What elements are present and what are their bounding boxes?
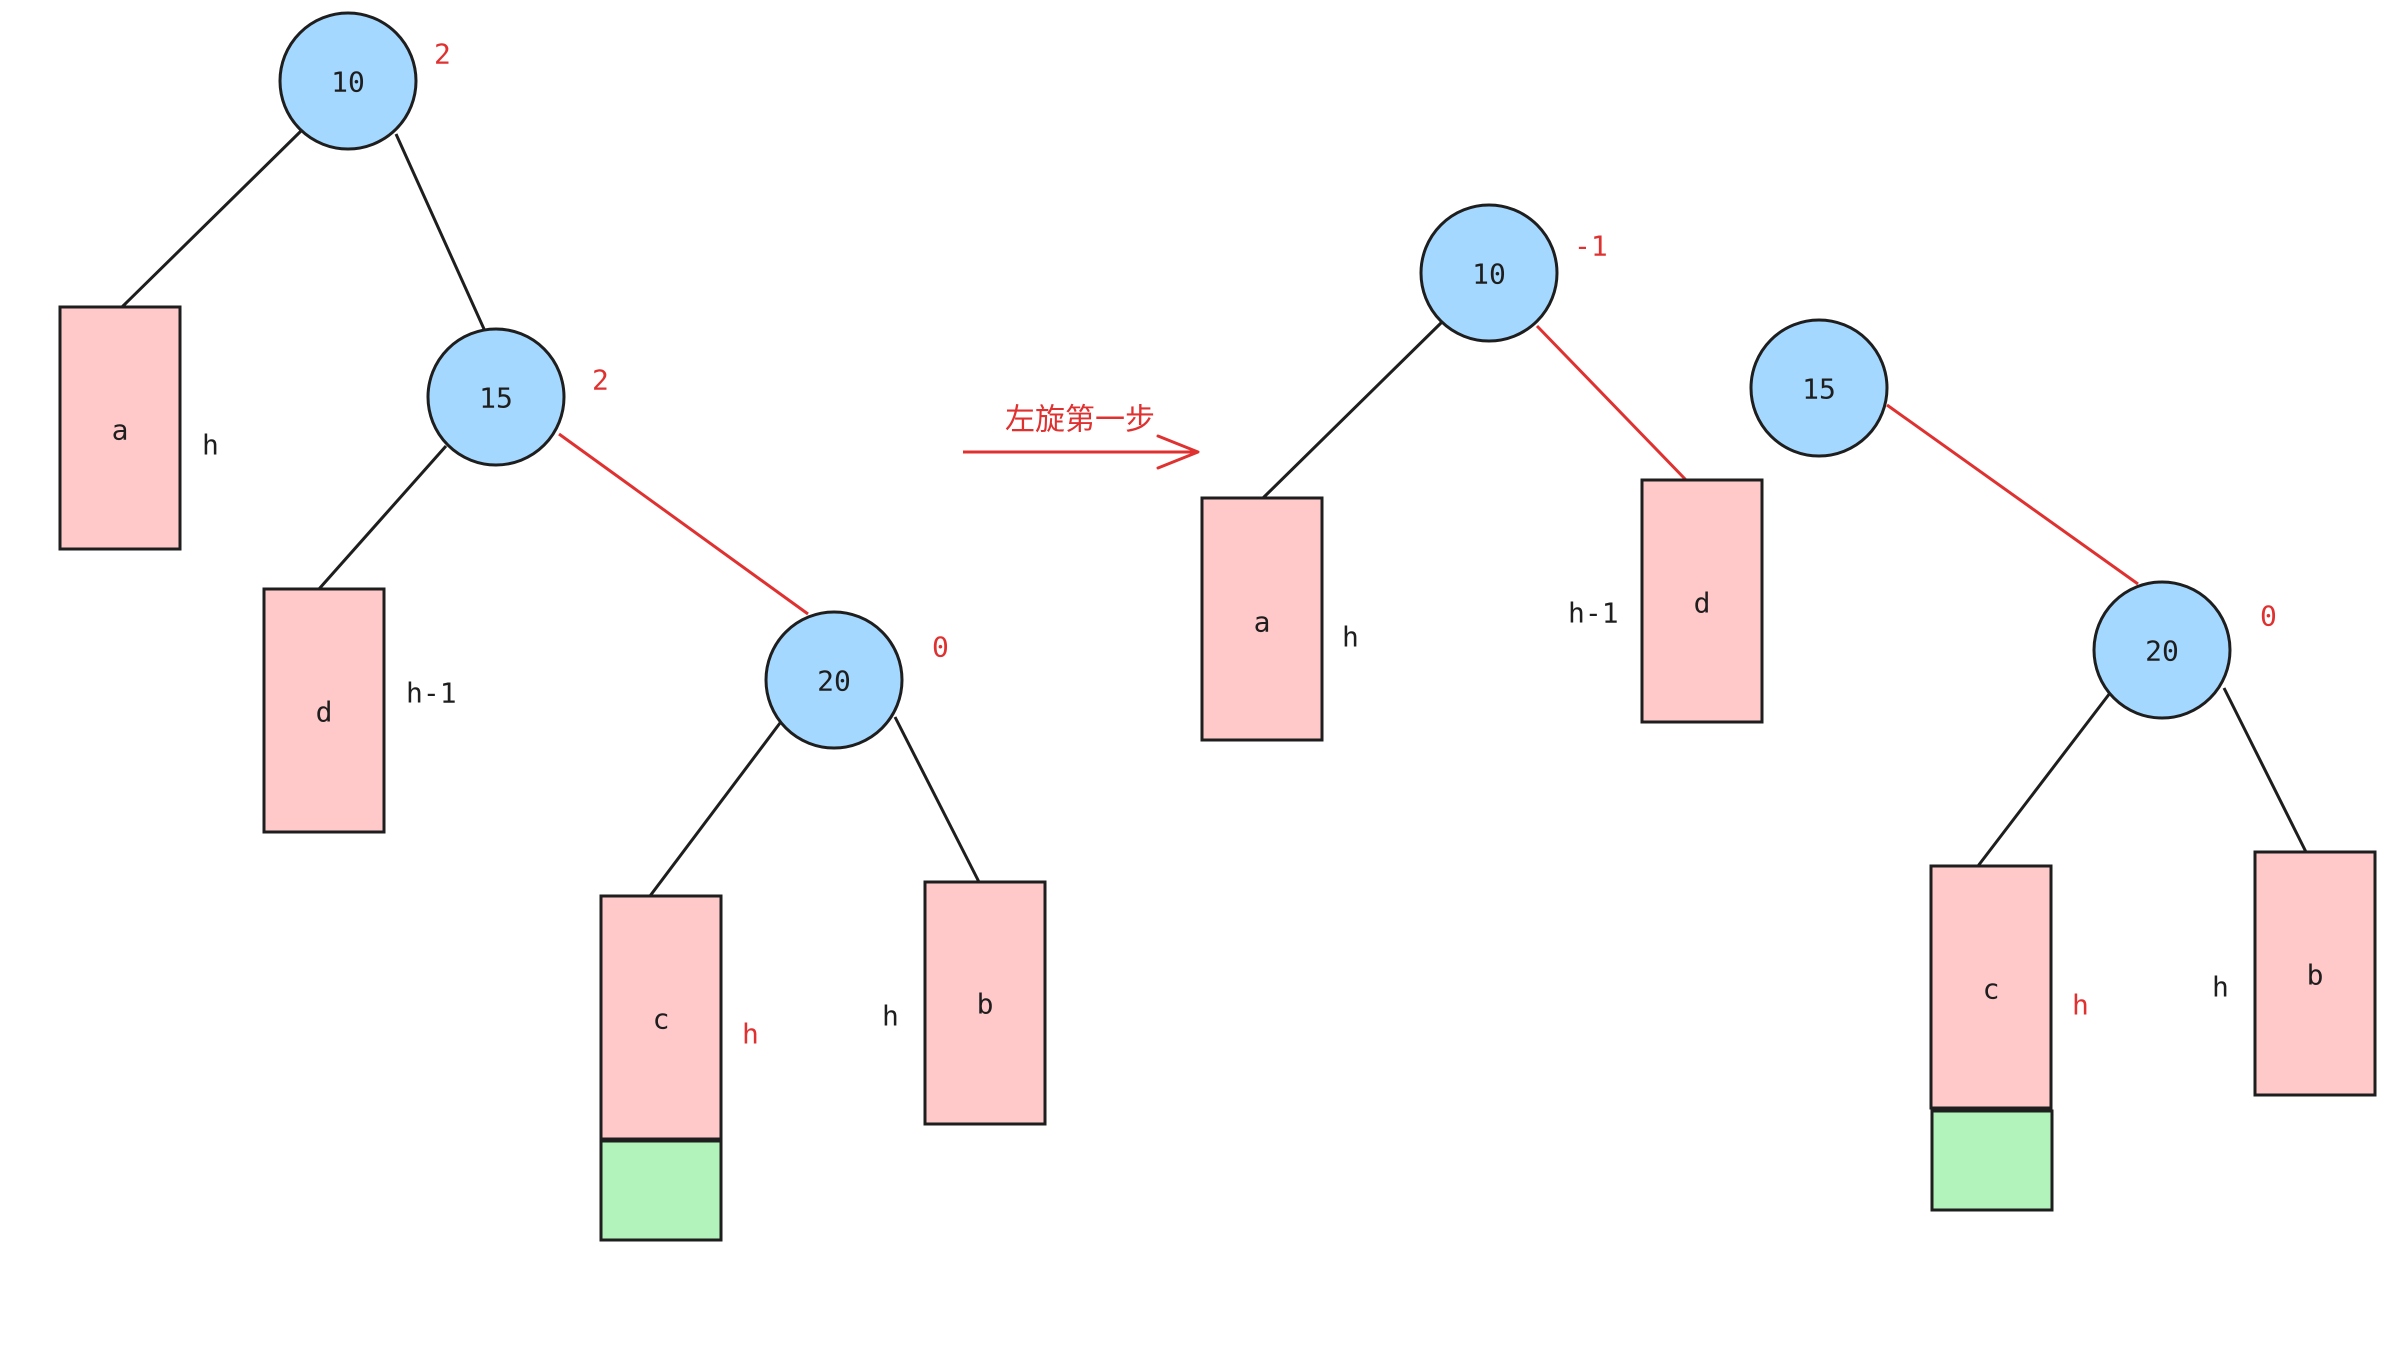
node-10-label: 10 (331, 66, 365, 99)
balance-factor-20-after: 0 (2260, 600, 2277, 633)
subtree-b-after: b (2253, 850, 2377, 1097)
subtree-a-after-label: a (1254, 606, 1271, 639)
subtree-c-after: c (1929, 864, 2053, 1110)
subtree-d-label: d (316, 696, 333, 729)
height-label-c-after: h (2072, 989, 2089, 1022)
tree-after: 10 -1 15 20 0 a h d h-1 c h (1200, 203, 2377, 1212)
height-label-a: h (202, 429, 219, 462)
edge-10-a-after (1261, 320, 1444, 500)
edge-20-c (648, 722, 782, 897)
edge-15-d (317, 445, 448, 590)
height-label-d-after: h-1 (1568, 597, 1619, 630)
subtree-b: b (923, 880, 1047, 1126)
node-10-after-label: 10 (1472, 258, 1506, 291)
inserted-node-block-after (1930, 1109, 2054, 1212)
subtree-a: a (58, 305, 182, 551)
edge-15-20-highlight (558, 432, 809, 616)
subtree-c-label: c (653, 1003, 670, 1036)
node-15: 15 (426, 327, 566, 467)
subtree-b-label: b (977, 988, 994, 1021)
node-20: 20 (764, 610, 904, 750)
node-10: 10 (278, 11, 418, 151)
height-label-b: h (882, 1000, 899, 1033)
node-10-after: 10 (1419, 203, 1559, 343)
subtree-d: d (262, 587, 386, 834)
edge-10-15 (394, 133, 486, 330)
balance-factor-20: 0 (932, 631, 949, 664)
edge-10-a (120, 129, 303, 309)
edge-15-20-after-highlight (1886, 403, 2139, 586)
node-20-after: 20 (2092, 580, 2232, 720)
height-label-d: h-1 (406, 677, 457, 710)
edge-20-b-after (2222, 687, 2308, 853)
subtree-a-after: a (1200, 496, 1324, 742)
balance-factor-10-after: -1 (1574, 230, 1608, 263)
height-label-b-after: h (2212, 971, 2229, 1004)
node-20-after-label: 20 (2145, 635, 2179, 668)
subtree-c: c (599, 894, 723, 1141)
node-15-after: 15 (1749, 318, 1889, 458)
balance-factor-15: 2 (592, 364, 609, 397)
rotation-step-arrow: 左旋第一步 (963, 403, 1200, 470)
arrow-head (1156, 434, 1200, 470)
edge-10-d-after-highlight (1535, 324, 1688, 482)
balance-factor-10: 2 (434, 38, 451, 71)
tree-before: 10 2 15 2 20 0 a h d h-1 c h (58, 11, 1047, 1242)
height-label-a-after: h (1342, 621, 1359, 654)
subtree-b-after-label: b (2307, 959, 2324, 992)
edge-20-c-after (1976, 692, 2112, 867)
subtree-d-after: d (1640, 478, 1764, 724)
arrow-label: 左旋第一步 (1005, 403, 1155, 438)
node-15-after-label: 15 (1802, 373, 1836, 406)
subtree-a-label: a (112, 414, 129, 447)
node-20-label: 20 (817, 665, 851, 698)
node-15-label: 15 (479, 382, 513, 415)
edge-20-b (893, 716, 981, 883)
subtree-c-after-label: c (1983, 973, 2000, 1006)
subtree-d-after-label: d (1694, 587, 1711, 620)
height-label-c: h (742, 1018, 759, 1051)
inserted-node-block (599, 1139, 723, 1242)
